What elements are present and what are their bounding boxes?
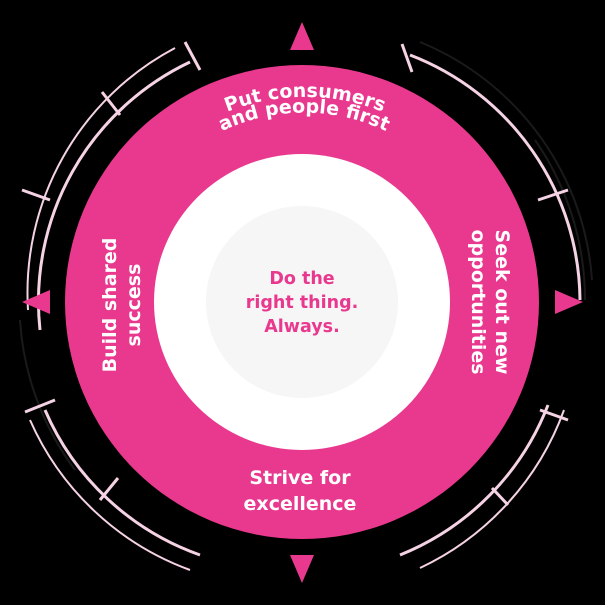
value-bottom-line-1: Strive for [249,467,351,489]
pointer-bottom [290,555,314,583]
center-line-1: Do the [269,269,334,289]
pointer-triangles [22,22,583,583]
outer-decorative-arcs [19,41,593,571]
value-right-line-2: opportunities [467,229,489,374]
center-disc [206,206,398,398]
pointer-right [555,290,583,314]
value-left-line-1: Build shared [99,238,121,373]
value-right: Seek out new opportunities [467,229,513,374]
value-left: Build shared success [99,238,145,373]
pointer-left [22,290,50,314]
pointer-top [290,22,314,50]
value-bottom-line-2: excellence [244,493,357,515]
value-bottom: Strive for excellence [244,467,357,515]
center-line-3: Always. [264,317,339,337]
center-statement: Do the right thing. Always. [246,269,359,337]
value-left-line-2: success [123,264,145,347]
center-line-2: right thing. [246,293,359,313]
value-right-line-1: Seek out new [491,230,513,375]
